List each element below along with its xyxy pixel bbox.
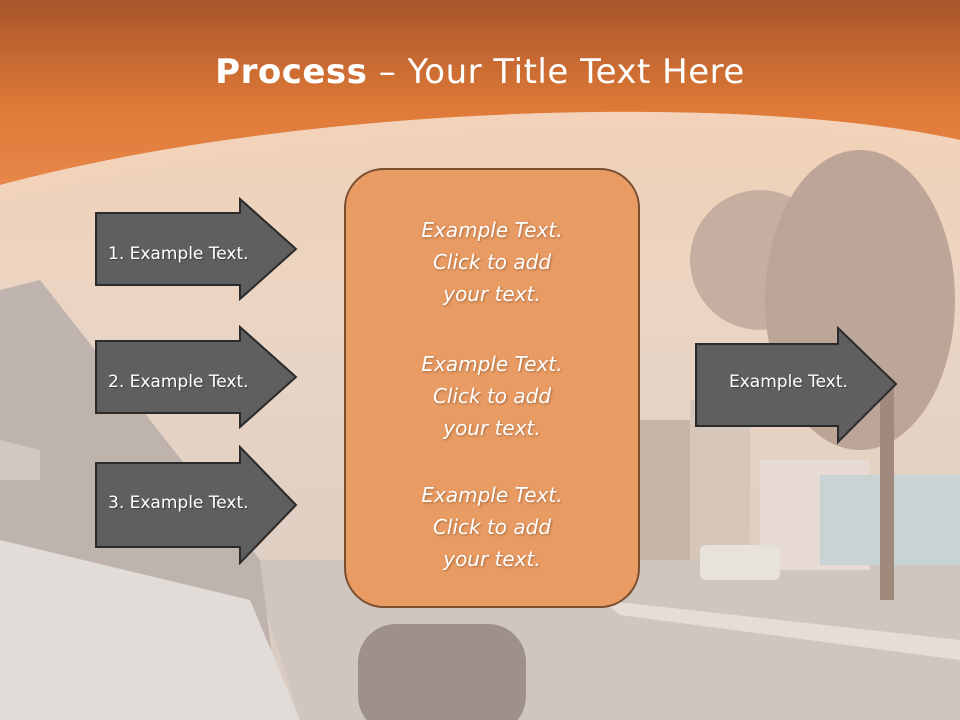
center-block-2-line2: Click to add: [432, 384, 552, 408]
title-separator: –: [367, 52, 408, 92]
center-block-2-line3: your text.: [443, 416, 541, 440]
center-block-2-line1: Example Text.: [421, 352, 563, 376]
left-arrow-1[interactable]: [94, 197, 300, 301]
left-arrow-3-label: 3. Example Text.: [108, 493, 249, 513]
right-arrow[interactable]: [694, 326, 900, 444]
title-rest: Your Title Text Here: [407, 52, 745, 92]
slide-title: Process – Your Title Text Here: [0, 52, 960, 92]
center-block-3-line2: Click to add: [432, 515, 552, 539]
center-block-3-line1: Example Text.: [421, 483, 563, 507]
center-block-1-line3: your text.: [443, 282, 541, 306]
center-block-1: Example Text. Click to add your text.: [346, 214, 638, 310]
center-block-3-line3: your text.: [443, 547, 541, 571]
center-block-2: Example Text. Click to add your text.: [346, 348, 638, 444]
left-arrow-2-label: 2. Example Text.: [108, 372, 249, 392]
center-text-box[interactable]: Example Text. Click to add your text. Ex…: [344, 168, 640, 608]
center-block-1-line2: Click to add: [432, 250, 552, 274]
title-bold: Process: [215, 52, 368, 92]
left-arrow-1-label: 1. Example Text.: [108, 244, 249, 264]
center-block-1-line1: Example Text.: [421, 218, 563, 242]
left-arrow-2[interactable]: [94, 325, 300, 429]
center-block-3: Example Text. Click to add your text.: [346, 479, 638, 575]
right-arrow-label: Example Text.: [729, 372, 848, 392]
left-arrow-3[interactable]: [94, 445, 300, 565]
